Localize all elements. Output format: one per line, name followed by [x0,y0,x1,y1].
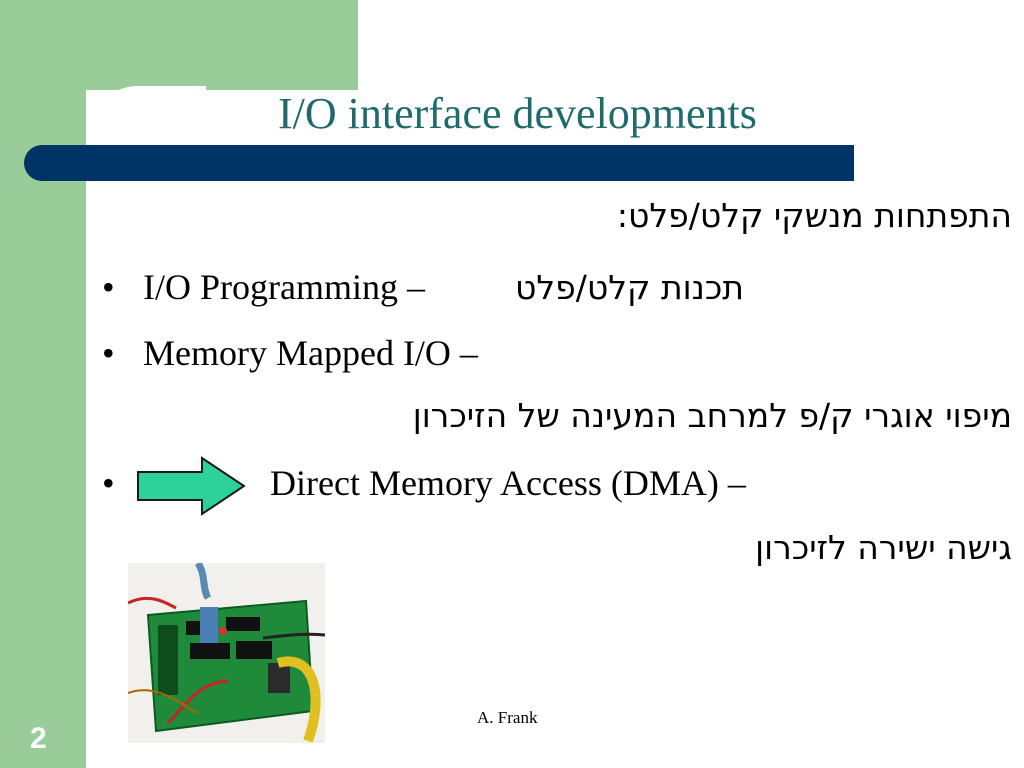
top-accent-band [86,0,358,90]
left-sidebar [0,0,86,768]
item-3-text: Direct Memory Access (DMA) – [270,463,746,503]
right-arrow-icon [137,456,246,516]
circuit-board-drawing [128,563,325,743]
item-3-hebrew: גישה ישירה לזיכרון [755,528,1012,567]
item-2-text: Memory Mapped I/O – [143,333,478,373]
slide-title: I/O interface developments [278,89,757,138]
bullet-3: • [102,463,115,503]
bullet-1: • [102,267,115,307]
item-1-hebrew: תכנות קלט/פלט [515,268,744,307]
item-1-text: I/O Programming – [143,267,425,307]
title-underline-bar [24,145,854,181]
hebrew-heading: התפתחות מנשקי קלט/פלט: [616,196,1012,235]
item-2-hebrew: מיפוי אוגרי ק/פ למרחב המעינה של הזיכרון [412,396,1012,435]
circuit-board-photo [128,563,325,743]
bullet-2: • [102,333,115,373]
slide-number: 2 [30,722,47,755]
footer-author: A. Frank [477,708,538,727]
